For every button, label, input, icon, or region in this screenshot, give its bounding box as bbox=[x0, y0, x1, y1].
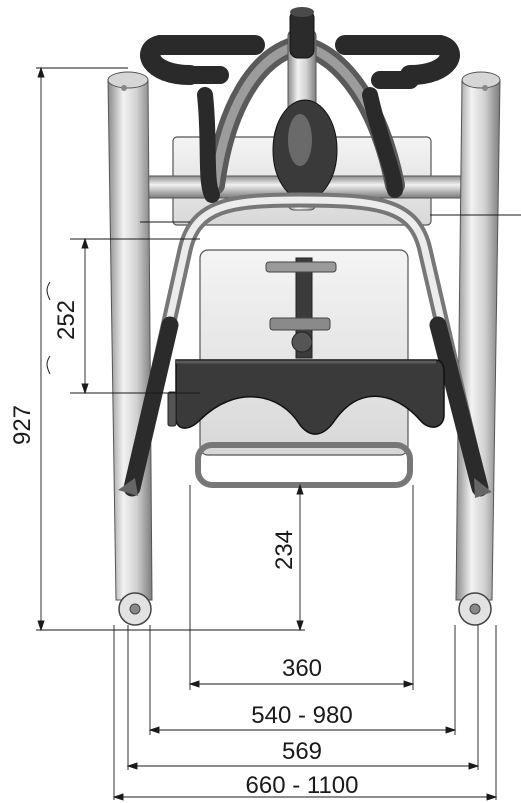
dim-360: 360 bbox=[282, 655, 322, 682]
dim-660-1100: 660 - 1100 bbox=[246, 772, 359, 799]
dimension-lines bbox=[36, 66, 521, 801]
handle-bar bbox=[140, 35, 460, 203]
right-castor-wheel bbox=[458, 592, 492, 626]
left-castor-wheel bbox=[118, 592, 152, 626]
dim-927: 927 bbox=[9, 405, 36, 445]
dimension-labels: 927 252 234 360 540 - 980 569 660 - 1100 bbox=[9, 281, 359, 799]
knee-pad bbox=[167, 359, 445, 435]
right-leg bbox=[455, 71, 501, 601]
lifting-arms bbox=[118, 192, 492, 498]
left-leg bbox=[107, 71, 153, 601]
dim-540-980: 540 - 980 bbox=[251, 702, 352, 729]
dim-252: 252 bbox=[53, 300, 80, 340]
dim-569: 569 bbox=[282, 738, 322, 765]
reference-parentheses bbox=[46, 281, 51, 375]
lift-frame bbox=[107, 7, 501, 626]
dim-234: 234 bbox=[271, 530, 298, 570]
